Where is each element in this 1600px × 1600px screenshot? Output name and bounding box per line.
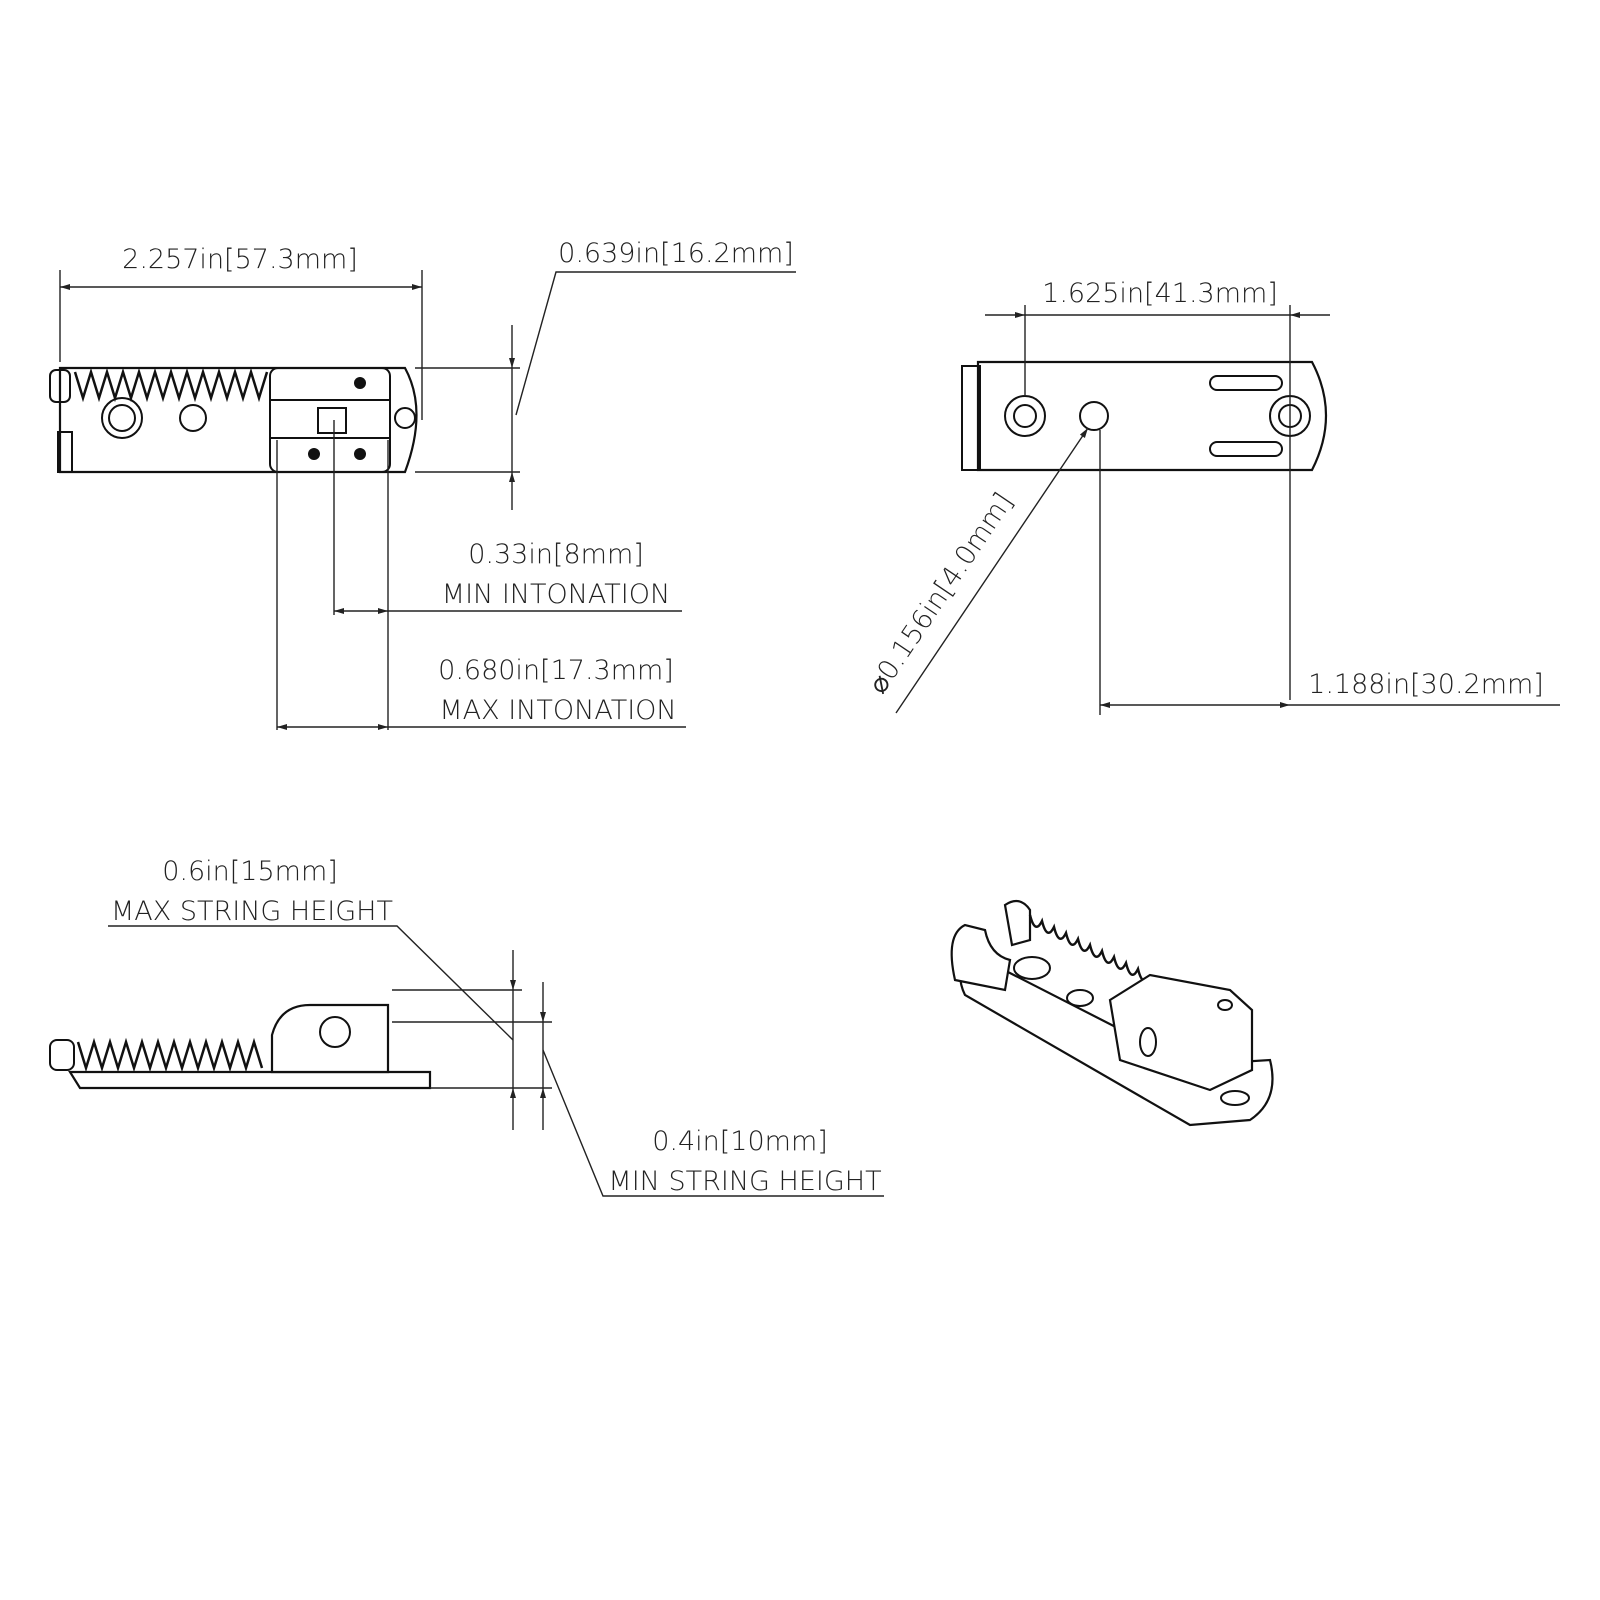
dim-min-string-height-label: MIN STRING HEIGHT — [608, 1166, 881, 1197]
dim-overall-length: 2.257in[57.3mm] — [122, 244, 358, 275]
dim-width: 0.639in[16.2mm] — [558, 238, 794, 269]
dim-min-intonation-label: MIN INTONATION — [442, 579, 670, 610]
top-view-part — [49, 366, 418, 474]
dim-max-intonation-label: MAX INTONATION — [439, 695, 676, 726]
dim-max-intonation-value: 0.680in[17.3mm] — [438, 655, 674, 686]
dim-hole-diameter: ⌀0.156in[4.0mm] — [862, 487, 1019, 699]
dim-max-string-height-label: MAX STRING HEIGHT — [111, 896, 393, 927]
isometric-view-part — [950, 899, 1274, 1127]
side-view-part — [49, 1003, 432, 1090]
dim-hole-offset: 1.188in[30.2mm] — [1308, 669, 1544, 700]
dim-hole-spacing: 1.625in[41.3mm] — [1042, 278, 1278, 309]
spring-iso-view — [1028, 914, 1152, 982]
spring-top-view — [73, 367, 269, 403]
spring-side-view — [76, 1037, 264, 1073]
dim-min-intonation-value: 0.33in[8mm] — [468, 539, 644, 570]
bottom-view-part — [961, 360, 1327, 472]
dim-max-string-height-value: 0.6in[15mm] — [162, 856, 338, 887]
dim-min-string-height-value: 0.4in[10mm] — [652, 1126, 828, 1157]
